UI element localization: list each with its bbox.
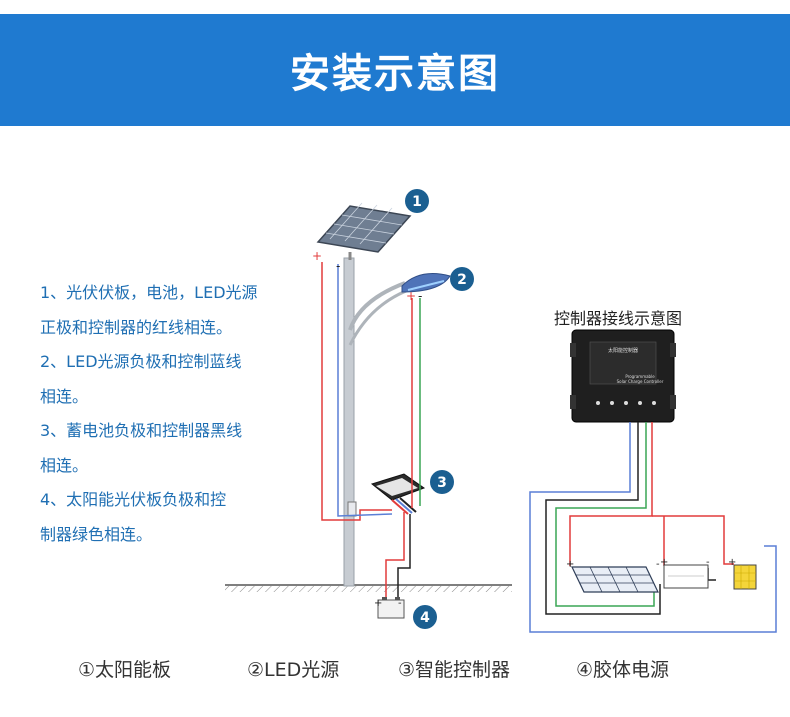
- plus-sign: +: [566, 559, 574, 570]
- plus-sign: +: [312, 249, 322, 263]
- instruction-line: 3、蓄电池负极和控制器黑线: [40, 421, 243, 440]
- minus-sign: -: [398, 598, 402, 609]
- minus-sign: -: [656, 559, 660, 570]
- instruction-line: 制器绿色相连。: [40, 524, 153, 544]
- legend-item-controller: ③智能控制器: [398, 659, 511, 681]
- instruction-line: 相连。: [40, 386, 89, 406]
- wiring-diagram-title: 控制器接线示意图: [554, 309, 683, 328]
- marker-number: 2: [457, 272, 467, 288]
- ground: [225, 584, 512, 592]
- plus-sign: +: [374, 598, 382, 609]
- marker-1: 1: [405, 189, 429, 213]
- wiring-led-light: +: [728, 557, 757, 590]
- legend: ①太阳能板 ②LED光源 ③智能控制器 ④胶体电源: [0, 655, 790, 695]
- minus-sign: -: [336, 259, 340, 273]
- controller-unit: 太阳能控制器 Programmable Solar Charge Control…: [570, 329, 676, 423]
- wiring-solar-panel: + -: [566, 559, 660, 593]
- marker-number: 1: [412, 194, 422, 210]
- marker-number: 4: [420, 610, 430, 626]
- controller-label: Programmable: [625, 374, 655, 379]
- marker-2: 2: [450, 267, 474, 291]
- plus-sign: +: [660, 557, 668, 568]
- pole-wiring: [321, 262, 421, 600]
- minus-sign: -: [418, 289, 422, 303]
- pole-controller: [370, 473, 426, 515]
- marker-number: 3: [437, 475, 447, 491]
- legend-item-solar-panel: ①太阳能板: [78, 659, 172, 681]
- instructions-text: 1、光伏伏板，电池，LED光源 正极和控制器的红线相连。 2、LED光源负极和控…: [40, 276, 290, 552]
- battery: [377, 597, 405, 619]
- legend-item-battery: ④胶体电源: [576, 659, 670, 681]
- minus-sign: -: [706, 557, 710, 568]
- banner-title: 安装示意图: [290, 51, 500, 97]
- marker-4: 4: [413, 605, 437, 629]
- wiring-battery: + -: [660, 557, 710, 589]
- controller-label: Solar Charge Controller: [617, 379, 664, 384]
- controller-label: 太阳能控制器: [608, 347, 638, 354]
- controller-wiring: [529, 422, 777, 633]
- legend-item-led-light: ②LED光源: [247, 659, 340, 681]
- instruction-line: 1、光伏伏板，电池，LED光源: [40, 283, 258, 302]
- plus-sign: +: [406, 289, 416, 303]
- instruction-line: 2、LED光源负极和控制蓝线: [40, 352, 242, 371]
- instruction-line: 相连。: [40, 455, 89, 475]
- instruction-line: 正极和控制器的红线相连。: [40, 317, 233, 337]
- instruction-line: 4、太阳能光伏板负极和控: [40, 490, 227, 509]
- title-banner: 安装示意图: [0, 14, 790, 126]
- led-lamp: [401, 273, 451, 293]
- marker-3: 3: [430, 470, 454, 494]
- street-light-pole: [343, 257, 421, 587]
- solar-panel: [316, 202, 412, 260]
- plus-sign: +: [728, 557, 736, 568]
